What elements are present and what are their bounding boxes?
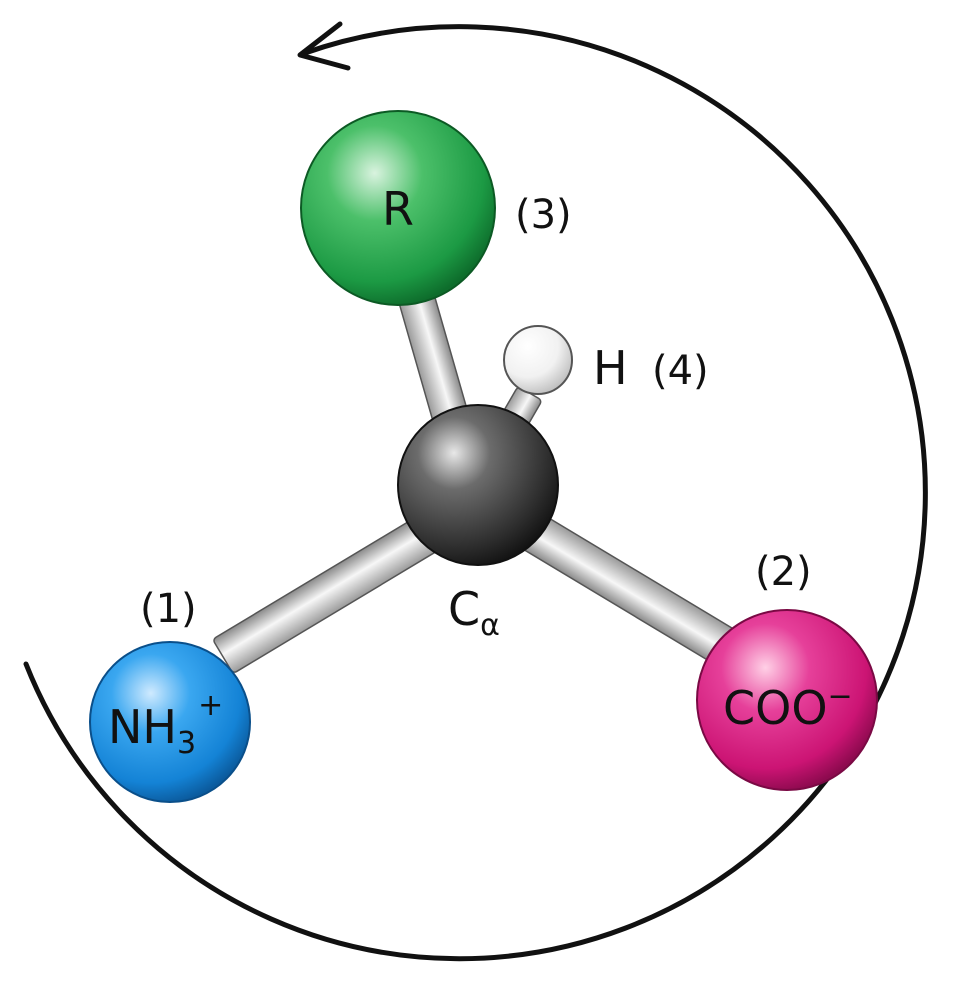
- amino-group-label: NH3+: [108, 688, 223, 761]
- alpha-carbon-label: Cα: [448, 582, 500, 643]
- hydrogen-label: H: [593, 341, 628, 395]
- rotation-arrow-arc: [23, 24, 928, 962]
- r-group-atom: [300, 110, 496, 306]
- r-group-label: R: [382, 182, 414, 236]
- carboxylate-group-atom: [696, 609, 878, 791]
- carboxylate-label: COO−: [723, 679, 853, 735]
- amino-group-atom: [89, 641, 251, 803]
- amino-group-priority: (1): [140, 586, 197, 632]
- alpha-carbon-atom: [397, 404, 559, 566]
- r-group-priority: (3): [515, 192, 572, 238]
- hydrogen-atom: [503, 325, 573, 395]
- carboxylate-priority: (2): [755, 549, 812, 595]
- rotation-arrow-head: [297, 21, 351, 71]
- hydrogen-priority: (4): [652, 348, 709, 394]
